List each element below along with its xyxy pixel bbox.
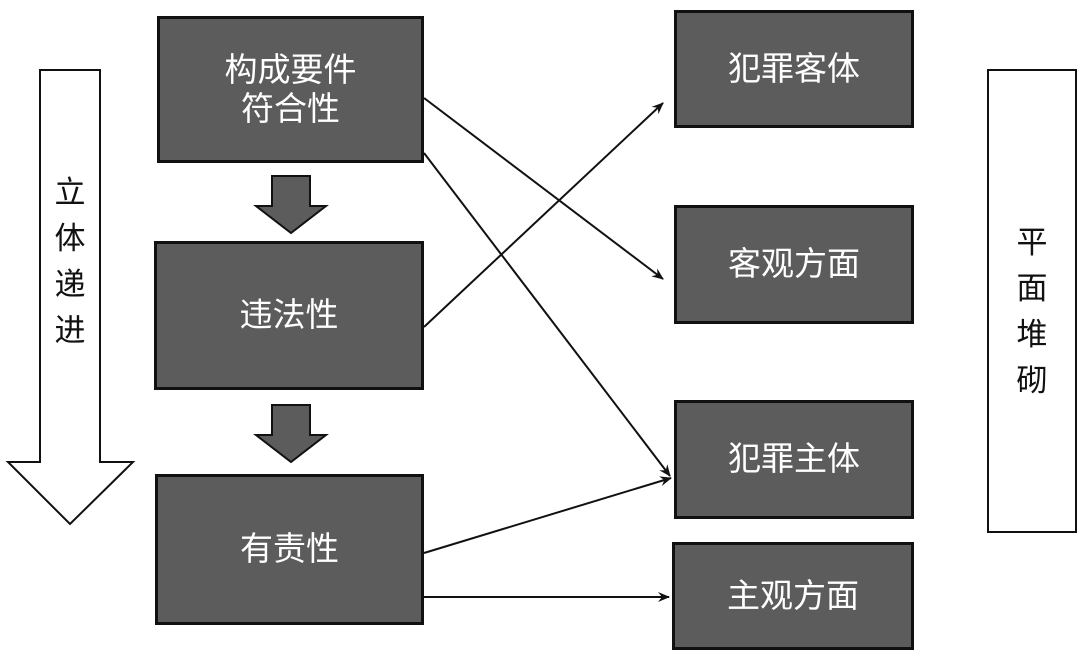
- left-side-label: 立体递进: [54, 175, 86, 349]
- culpability-label: 有责性: [240, 529, 339, 569]
- vertical-progression-arrow: [5, 69, 136, 526]
- arrow-composition-to-subject: [423, 152, 671, 477]
- crime-object-label: 犯罪客体: [728, 48, 860, 88]
- objective-aspect-label: 客观方面: [728, 244, 860, 284]
- arrow-culpability-to-subject: [423, 476, 672, 554]
- right-side-label: 平面堆砌: [1016, 225, 1048, 399]
- down-arrow-2: [253, 404, 329, 464]
- subjective-aspect-label: 主观方面: [727, 575, 859, 615]
- illegality-label: 违法性: [239, 295, 339, 335]
- composition-line1: 构成要件: [224, 49, 357, 89]
- arrow-illegality-to-object: [423, 102, 664, 328]
- down-arrow-1: [253, 175, 329, 235]
- horizontal-stacking-frame: [987, 69, 1077, 533]
- arrow-composition-to-objective: [423, 97, 664, 280]
- crime-subject-label: 犯罪主体: [728, 439, 860, 479]
- subjective-aspect-box: 主观方面: [672, 542, 914, 650]
- illegality-box: 违法性: [154, 241, 424, 390]
- crime-object-box: 犯罪客体: [674, 10, 914, 128]
- composition-box: 构成要件 符合性: [157, 16, 424, 163]
- culpability-box: 有责性: [155, 474, 424, 625]
- composition-line2: 符合性: [241, 88, 340, 128]
- crime-subject-box: 犯罪主体: [674, 400, 914, 519]
- objective-aspect-box: 客观方面: [674, 205, 914, 324]
